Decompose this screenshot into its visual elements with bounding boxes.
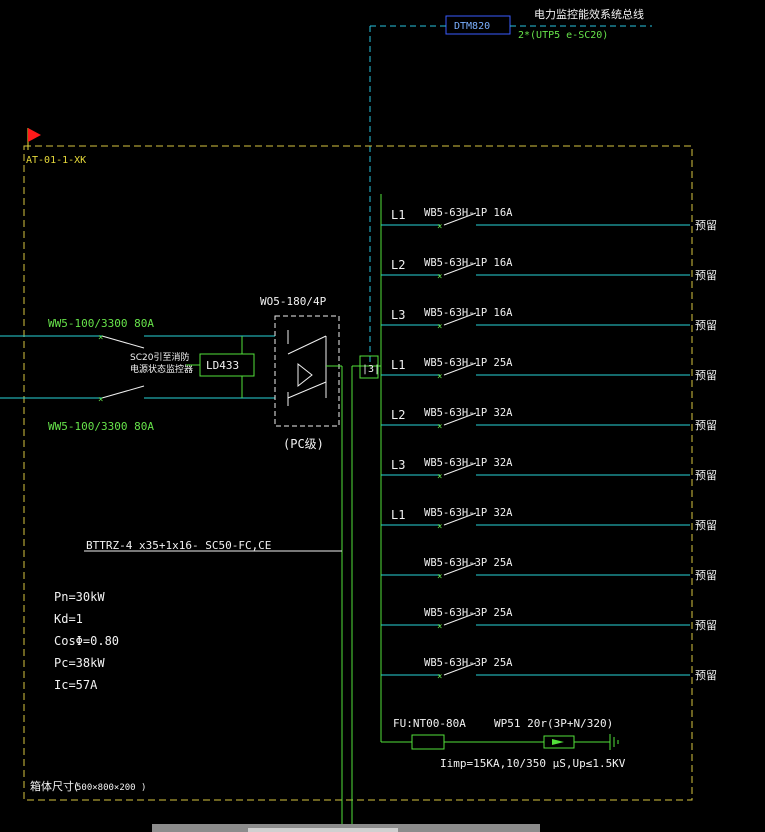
breaker-contact: [443, 312, 477, 326]
cabinet-id: AT-01-1-XK: [26, 155, 86, 166]
circuit-phase: L1: [391, 508, 405, 522]
sensor-note-2: 电源状态监控器: [130, 363, 193, 375]
circuit-destination: 预留: [695, 519, 717, 532]
incoming-supply: WW5-100/3300 80A × WW5-100/3300 80A × SC…: [0, 317, 275, 433]
breaker-trip-icon: ×: [437, 472, 442, 482]
load-ic: Ic=57A: [54, 678, 98, 692]
circuit-breaker-label: WB5-63H-1P 32A: [424, 507, 513, 519]
circuit-breaker-label: WB5-63H-1P 25A: [424, 357, 513, 369]
breaker-trip-icon: ×: [437, 422, 442, 432]
circuit-destination: 预留: [695, 219, 717, 232]
circuit-breaker-label: WB5-63H-3P 25A: [424, 657, 513, 669]
breaker-trip-icon: ×: [437, 372, 442, 382]
meter-box: [359, 355, 379, 379]
circuit-phase: L3: [391, 308, 405, 322]
load-summary: Pn=30kW Kd=1 CosΦ=0.80 Pc=38kW Ic=57A: [54, 590, 119, 692]
meter-box-label: |3|: [362, 364, 380, 375]
circuit-destination: 预留: [695, 669, 717, 682]
circuit-destination: 预留: [695, 369, 717, 382]
sensor-note-1: SC20引至消防: [130, 351, 189, 363]
circuit-breaker-label: WB5-63H-1P 16A: [424, 207, 513, 219]
circuit-destination: 预留: [695, 569, 717, 582]
spd-spec-label: Iimp=15KA,10/350 μS,Up≤1.5KV: [440, 757, 626, 770]
circuit-row: L2 WB5-63H-1P 16A × 预留: [381, 257, 717, 282]
circuit-breaker-label: WB5-63H-1P 16A: [424, 307, 513, 319]
breaker-contact: [443, 212, 477, 226]
dtm820-label: DTM820: [454, 21, 490, 32]
circuit-destination: 预留: [695, 469, 717, 482]
monitoring-bus: DTM820 电力监控能效系统总线 2*(UTP5 e-SC20): [369, 7, 652, 366]
circuit-breaker-label: WB5-63H-3P 25A: [424, 607, 513, 619]
circuit-breaker-label: WB5-63H-1P 32A: [424, 457, 513, 469]
circuit-row: WB5-63H-3P 25A × 预留: [381, 607, 717, 632]
circuit-phase: L2: [391, 258, 405, 272]
circuit-destination: 预留: [695, 419, 717, 432]
ld433-box: [199, 353, 255, 377]
circuit-row: L1 WB5-63H-1P 25A × 预留: [381, 357, 717, 382]
spd-arrester-label: WP51 20r(3P+N/320): [494, 717, 613, 730]
breaker-trip-icon: ×: [437, 272, 442, 282]
circuit-row: L1 WB5-63H-1P 32A × 预留: [381, 507, 717, 532]
ats-class-label: (PC级): [283, 437, 324, 451]
circuit-phase: L1: [391, 358, 405, 372]
breaker-contact: [443, 562, 477, 576]
breaker-contact: [443, 462, 477, 476]
load-kd: Kd=1: [54, 612, 83, 626]
breaker-trip-icon: ×: [437, 622, 442, 632]
cabinet-outline: [23, 145, 693, 801]
dtm820-box: [445, 15, 511, 35]
load-pc: Pc=38kW: [54, 656, 105, 670]
breaker-trip-icon: ×: [437, 322, 442, 332]
circuit-breaker-label: WB5-63H-1P 32A: [424, 407, 513, 419]
breaker-trip-icon: ×: [437, 672, 442, 682]
circuit-destination: 预留: [695, 269, 717, 282]
ats-box: [274, 315, 340, 427]
breaker-contact: [443, 512, 477, 526]
breaker-contact: [443, 362, 477, 376]
ats-switch: WO5-180/4P (PC级): [260, 295, 342, 451]
incoming-breaker-top-label: WW5-100/3300 80A: [48, 317, 154, 330]
circuit-phase: L1: [391, 208, 405, 222]
svg-text:×: ×: [98, 333, 103, 343]
circuit-phase: L2: [391, 408, 405, 422]
circuit-row: L3 WB5-63H-1P 16A × 预留: [381, 307, 717, 332]
circuit-row: L2 WB5-63H-1P 32A × 预留: [381, 407, 717, 432]
breaker-trip-icon: ×: [437, 572, 442, 582]
breaker-contact: [443, 612, 477, 626]
incoming-breaker-bottom-label: WW5-100/3300 80A: [48, 420, 154, 433]
circuit-row: L1 WB5-63H-1P 16A × 预留: [381, 207, 717, 232]
load-pn: Pn=30kW: [54, 590, 105, 604]
scroll-thumb[interactable]: [248, 828, 398, 832]
svg-text:×: ×: [98, 395, 103, 405]
circuit-row: WB5-63H-3P 25A × 预留: [381, 657, 717, 682]
breaker-trip-icon: ×: [437, 222, 442, 232]
load-cos: CosΦ=0.80: [54, 634, 119, 648]
ats-model-label: WO5-180/4P: [260, 295, 327, 308]
circuit-row: L3 WB5-63H-1P 32A × 预留: [381, 457, 717, 482]
breaker-trip-icon: ×: [437, 522, 442, 532]
flag-icon: [27, 128, 41, 150]
circuit-destination: 预留: [695, 319, 717, 332]
breaker-contact: [443, 662, 477, 676]
spd-fuse-label: FU:NT00-80A: [393, 717, 466, 730]
circuit-destination: 预留: [695, 619, 717, 632]
cabinet-size-label: 箱体尺寸(: [30, 779, 78, 793]
circuit-breaker-label: WB5-63H-1P 16A: [424, 257, 513, 269]
circuit-row: WB5-63H-3P 25A × 预留: [381, 557, 717, 582]
feeder-cable-label: BTTRZ-4 x35+1x16- SC50-FC,CE: [86, 539, 271, 552]
cabinet-size-value: 500×800×200 ): [76, 783, 146, 793]
breaker-contact: [443, 262, 477, 276]
circuit-phase: L3: [391, 458, 405, 472]
ld433-label: LD433: [206, 359, 239, 372]
cable-label: 2*(UTP5 e-SC20): [518, 30, 608, 41]
spd-row: FU:NT00-80A WP51 20r(3P+N/320) Iimp=15KA…: [381, 717, 626, 770]
circuit-breaker-label: WB5-63H-3P 25A: [424, 557, 513, 569]
fuse-box: [411, 734, 445, 750]
breaker-contact: [443, 412, 477, 426]
bus-label: 电力监控能效系统总线: [534, 7, 644, 21]
